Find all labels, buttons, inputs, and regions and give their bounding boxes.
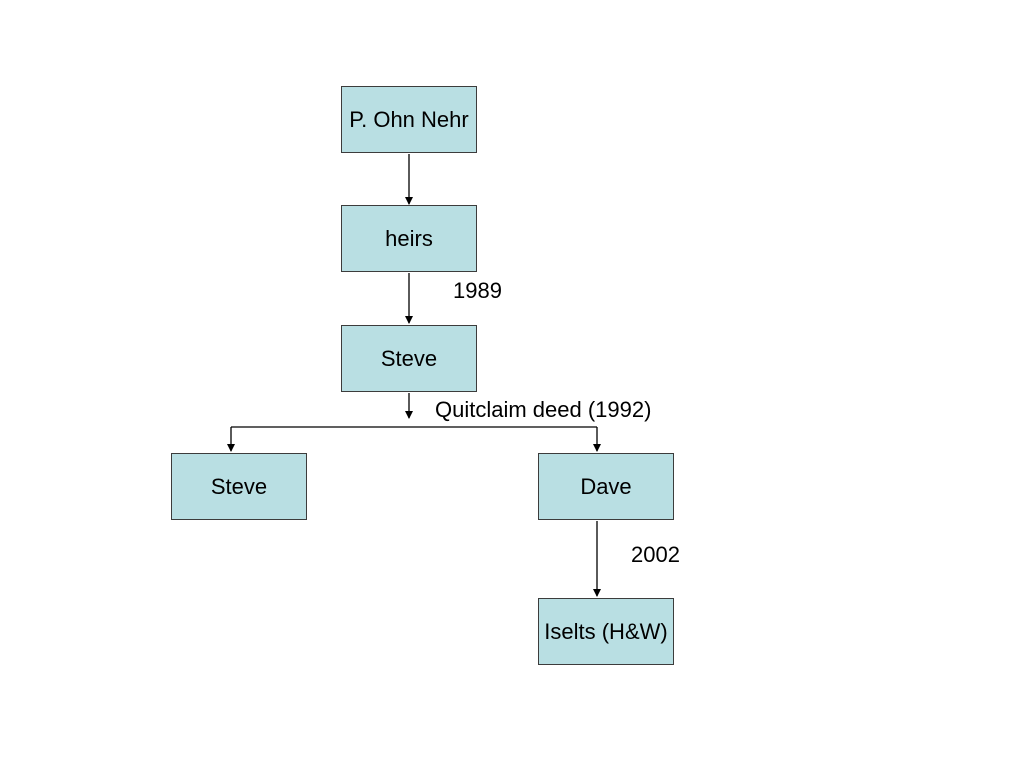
node-label: Steve (380, 345, 438, 371)
node-steve-retained: Steve (171, 453, 307, 520)
edge-label-1989: 1989 (453, 278, 502, 303)
node-label: Iselts (H&W) (544, 618, 668, 644)
node-label: Steve (210, 473, 268, 499)
node-label: Dave (580, 473, 632, 499)
node-iselts: Iselts (H&W) (538, 598, 674, 665)
node-heirs: heirs (341, 205, 477, 272)
node-label: P. Ohn Nehr (349, 106, 469, 132)
node-dave: Dave (538, 453, 674, 520)
edge-label-quitclaim: Quitclaim deed (1992) (435, 397, 652, 422)
node-label: heirs (385, 225, 433, 251)
edge-label-2002: 2002 (631, 542, 680, 567)
node-p-ohn-nehr: P. Ohn Nehr (341, 86, 477, 153)
node-steve: Steve (341, 325, 477, 392)
